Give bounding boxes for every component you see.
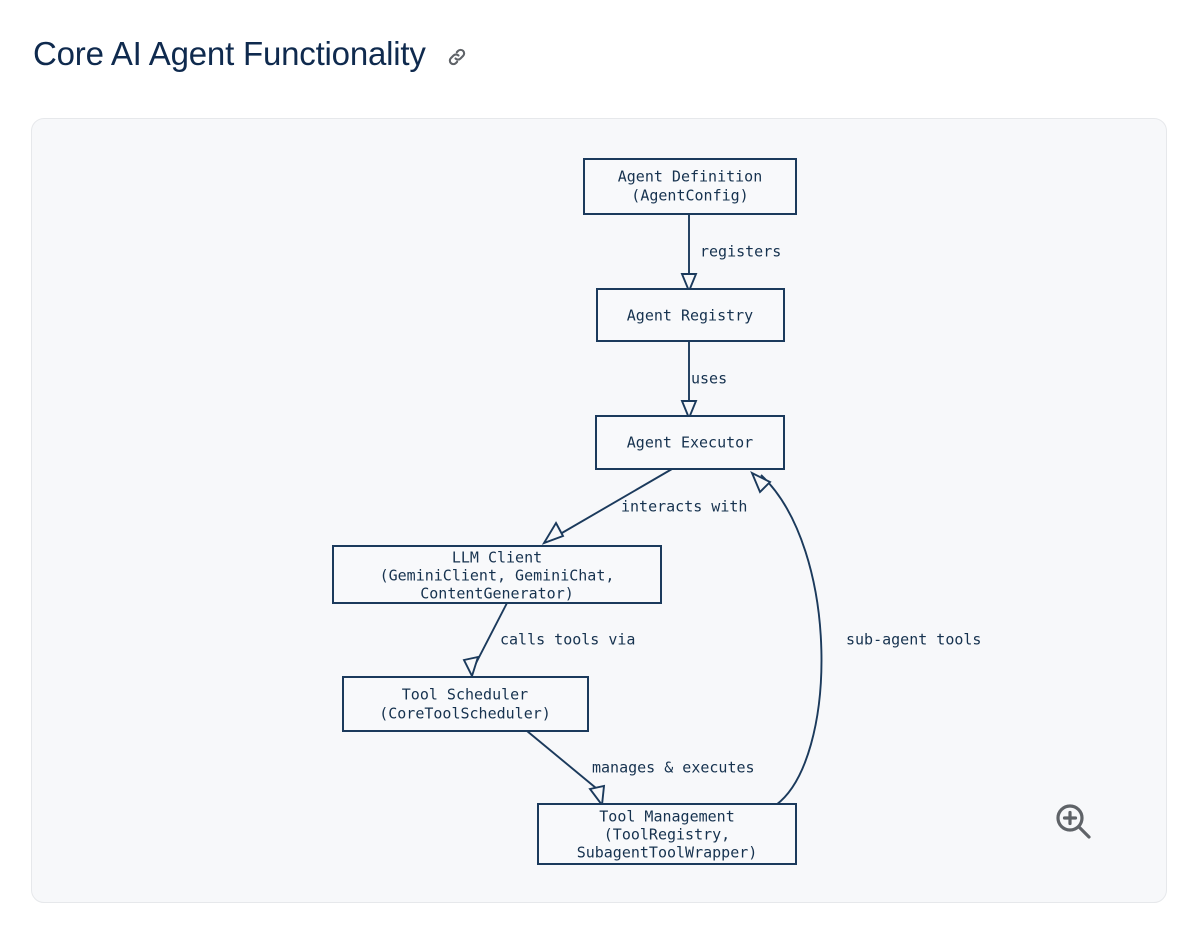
edge-label-interacts-with: interacts with xyxy=(621,498,747,516)
edge-label-calls-tools-via: calls tools via xyxy=(500,631,635,649)
page-header: Core AI Agent Functionality xyxy=(33,34,470,74)
edge-label-sub-agent-tools: sub-agent tools xyxy=(846,631,981,649)
edge-label-manages-executes: manages & executes xyxy=(592,759,755,777)
node-tool-management-line-3: SubagentToolWrapper) xyxy=(577,844,758,862)
edge-calls-tools-via: calls tools via xyxy=(462,602,635,679)
node-tool-management-line-1: Tool Management xyxy=(599,808,734,826)
edge-interacts-with: interacts with xyxy=(541,468,747,545)
node-agent-registry[interactable]: Agent Registry xyxy=(596,288,785,342)
edge-label-registers: registers xyxy=(700,243,781,261)
node-tool-scheduler-line-1: Tool Scheduler xyxy=(402,686,528,704)
node-agent-definition-line-1: Agent Definition xyxy=(618,168,763,186)
node-tool-management[interactable]: Tool Management (ToolRegistry, SubagentT… xyxy=(537,803,797,865)
node-llm-client-line-1: LLM Client xyxy=(452,549,542,567)
node-llm-client-line-3: ContentGenerator) xyxy=(420,585,574,603)
node-agent-executor-line-1: Agent Executor xyxy=(627,434,753,452)
zoom-in-icon[interactable] xyxy=(1045,794,1101,850)
node-tool-management-line-2: (ToolRegistry, xyxy=(604,826,730,844)
link-icon[interactable] xyxy=(444,44,470,70)
node-agent-executor[interactable]: Agent Executor xyxy=(595,415,785,470)
node-agent-definition-line-2: (AgentConfig) xyxy=(631,187,748,205)
diagram-panel: registers uses interacts with calls tool… xyxy=(31,118,1167,903)
node-tool-scheduler-line-2: (CoreToolScheduler) xyxy=(379,705,551,723)
edge-label-uses: uses xyxy=(691,370,727,388)
node-llm-client[interactable]: LLM Client (GeminiClient, GeminiChat, Co… xyxy=(332,545,662,604)
node-agent-registry-line-1: Agent Registry xyxy=(627,307,753,325)
edge-manages-executes: manages & executes xyxy=(526,730,755,808)
page-title: Core AI Agent Functionality xyxy=(33,35,426,72)
edge-registers: registers xyxy=(680,214,781,294)
node-tool-scheduler[interactable]: Tool Scheduler (CoreToolScheduler) xyxy=(342,676,589,732)
node-agent-definition[interactable]: Agent Definition (AgentConfig) xyxy=(583,158,797,215)
node-llm-client-line-2: (GeminiClient, GeminiChat, xyxy=(380,567,615,585)
edge-sub-agent-tools: sub-agent tools xyxy=(750,471,981,806)
diagram-canvas[interactable]: registers uses interacts with calls tool… xyxy=(32,119,1168,904)
edge-uses: uses xyxy=(680,341,727,421)
